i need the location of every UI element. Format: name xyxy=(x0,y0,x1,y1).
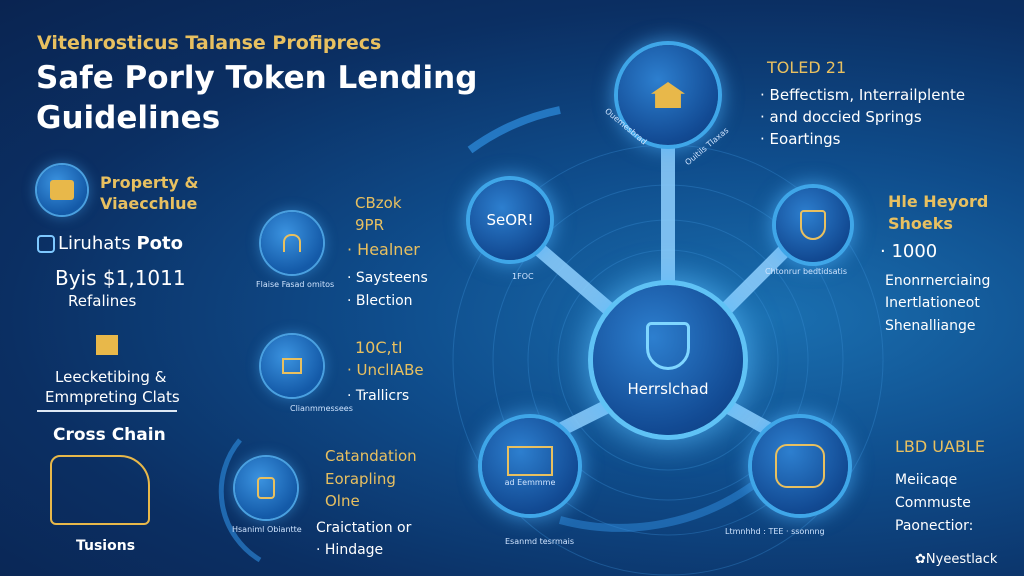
node-3-heading-2: Eorapling xyxy=(325,470,396,488)
node-1-heading: CBzok xyxy=(355,194,402,212)
top-node-home[interactable] xyxy=(618,45,718,145)
bracket-label-1: Leecketibing & xyxy=(55,368,167,386)
lower-left-node-label: ad Eemmme xyxy=(504,477,556,487)
node-2-item: Trallicrs xyxy=(355,388,410,404)
node-1-item: Healner xyxy=(357,240,420,259)
divider xyxy=(37,410,177,412)
mid-heading-2: Shoeks xyxy=(888,214,953,233)
bottom-item: Paonectior: xyxy=(895,518,974,534)
small-node-3-caption: Hsaniml Obiantte xyxy=(232,525,302,534)
cross-chain-heading: Cross Chain xyxy=(53,425,166,445)
upper-left-node[interactable]: SeOR! xyxy=(470,180,550,260)
mid-heading: Hle Heyord xyxy=(888,192,989,211)
mid-value: 1000 xyxy=(891,241,938,262)
refalines-label: Refalines xyxy=(68,292,137,310)
center-hub-node[interactable]: Herrslchad xyxy=(593,285,743,435)
page-title-line2: Guidelines xyxy=(36,100,221,136)
small-node-2-caption: Clianmmessees xyxy=(290,404,353,413)
small-node-1[interactable] xyxy=(261,212,323,274)
node-1-item: Blection xyxy=(355,293,413,309)
upper-right-caption: Chtonrur bedtidsatis xyxy=(765,267,848,276)
bracket-label-2: Emmpreting Clats xyxy=(45,388,180,406)
top-item: and doccied Springs xyxy=(769,108,922,126)
mid-item: Shenalliange xyxy=(885,318,976,334)
upper-right-node[interactable] xyxy=(776,188,850,262)
network-icon xyxy=(775,444,825,488)
lower-right-caption: Ltmnhhd : TEE · ssonnng xyxy=(725,527,825,536)
node-1-item: Saysteens xyxy=(355,270,428,286)
bottom-item: Commuste xyxy=(895,495,971,511)
cross-chain-icon xyxy=(50,455,150,525)
node-1-heading-2: 9PR xyxy=(355,216,385,234)
price-value: Byis $1,1011 xyxy=(55,266,186,290)
node-2-heading: 10C,tI xyxy=(355,338,403,357)
property-icon xyxy=(37,165,87,215)
shield-icon xyxy=(800,210,826,240)
upper-left-node-label: SeOR! xyxy=(486,211,534,229)
top-item: Beffectism, Interrailplente xyxy=(769,86,966,104)
home-icon xyxy=(651,82,685,108)
bracket-icon xyxy=(96,335,118,355)
node-3-item: Craictation or xyxy=(316,520,412,536)
property-label: Property & xyxy=(100,173,199,192)
node-3-heading: Catandation xyxy=(325,447,417,465)
hexagon-icon xyxy=(37,235,55,253)
small-node-3[interactable] xyxy=(235,457,297,519)
lower-left-node[interactable]: ad Eemmme xyxy=(482,418,578,514)
shield-icon xyxy=(646,322,690,370)
center-hub-label: Herrslchad xyxy=(627,380,709,398)
tusions-label: Tusions xyxy=(76,538,136,554)
small-node-1-caption: Flaise Fasad omitos xyxy=(256,280,335,289)
upper-left-caption: 1FOC xyxy=(512,272,534,281)
mid-item: Inertlationeot xyxy=(885,295,980,311)
poto-label: Poto xyxy=(136,233,183,254)
subtitle: Vitehrosticus Talanse Profiprecs xyxy=(37,32,382,54)
brand-watermark: ✿Nyeestlack xyxy=(915,552,998,567)
liruhats-label: Liruhats xyxy=(58,233,131,254)
bottom-heading: LBD UABLE xyxy=(895,437,985,456)
property-label-2: Viaecchlue xyxy=(100,194,198,213)
node-3-item: Hindage xyxy=(324,542,384,558)
page-title: Safe Porly Token Lending xyxy=(36,60,478,96)
top-heading: TOLED 21 xyxy=(767,58,847,77)
lower-left-caption: Esanmd tesrmais xyxy=(505,537,575,546)
node-3-heading-3: Olne xyxy=(325,492,360,510)
bottom-item: Meiicaqe xyxy=(895,472,958,488)
brand-label: Nyeestlack xyxy=(925,552,998,567)
node-2-item: UnclIABe xyxy=(356,361,424,379)
mid-item: Enonrnerciaing xyxy=(885,273,991,289)
document-icon xyxy=(507,445,553,476)
lower-right-node[interactable] xyxy=(752,418,848,514)
top-item: Eoartings xyxy=(769,130,841,148)
small-node-2[interactable] xyxy=(261,335,323,397)
